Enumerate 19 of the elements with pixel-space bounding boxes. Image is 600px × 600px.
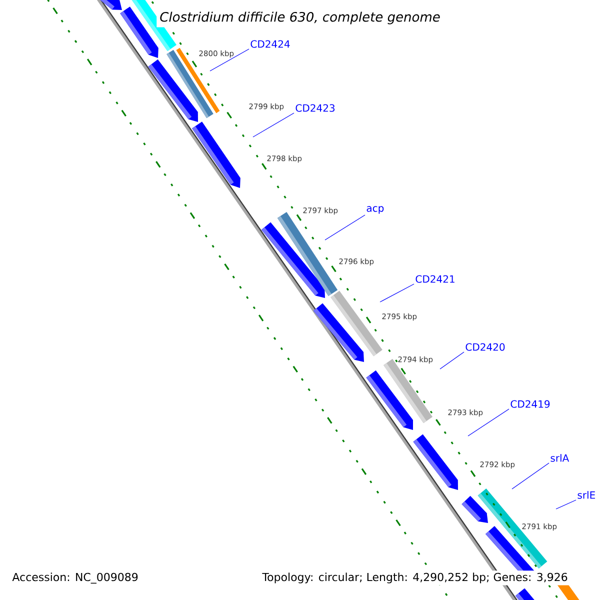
leader-line [380,284,414,302]
footer-text: Accession: NC_009089 [10,570,140,586]
leader-line [440,352,464,370]
gene-label: srlE [578,491,595,499]
gene-label: CD2424 [250,40,290,48]
leader-line [210,48,250,72]
leader-line [468,408,510,436]
title: Clostridium difficile 630, complete genome [156,8,444,28]
leader-line [324,214,366,240]
gene-label: CD2419 [510,400,550,408]
leader-line [252,112,294,138]
gene-label: CD2421 [416,275,454,283]
leader-line [556,500,576,510]
gene-label: acp [366,206,384,214]
footer-text: Topology: circular; Length: 4,290,252 bp; Genes: 3,926 [260,570,570,586]
gene-label: srlA [550,454,570,462]
leader-line [512,462,550,490]
gene-label: CD2423 [296,104,335,112]
gene-label: CD2420 [466,343,505,351]
